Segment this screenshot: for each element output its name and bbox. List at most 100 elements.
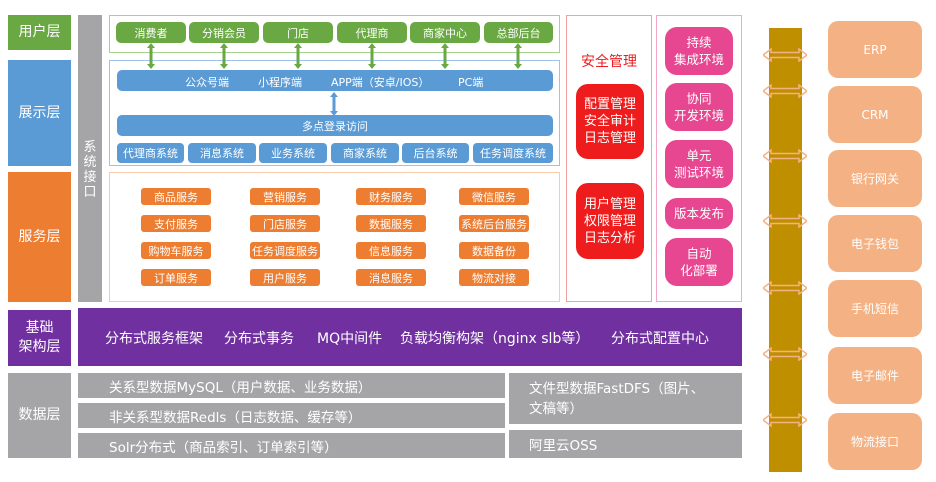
service-item: 商品服务 (141, 188, 211, 205)
service-item: 营销服务 (250, 188, 320, 205)
service-item: 购物车服务 (141, 242, 211, 259)
arrow-up-down-icon (441, 43, 449, 69)
external-sms: 手机短信 (828, 280, 922, 337)
devops-collab: 协同 开发环境 (665, 83, 733, 131)
system-task-scheduler: 任务调度系统 (473, 143, 553, 163)
layer-label-user: 用户层 (8, 15, 71, 50)
layer-label-display: 展示层 (8, 60, 71, 166)
system-business: 业务系统 (259, 143, 327, 163)
service-item: 财务服务 (356, 188, 426, 205)
service-item: 数据备份 (459, 242, 529, 259)
security-item: 用户管理 (583, 196, 636, 212)
service-item: 物流对接 (459, 269, 529, 286)
devops-text: 自动 (686, 246, 712, 261)
security-item: 安全审计 (583, 114, 636, 129)
double-arrow-icon (763, 48, 807, 62)
user-item-agent: 代理商 (337, 22, 407, 43)
external-crm: CRM (828, 86, 922, 143)
external-logistics: 物流接口 (828, 413, 922, 470)
devops-text: 持续 (686, 35, 712, 50)
devops-text: 版本发布 (673, 206, 724, 221)
double-arrow-icon (763, 281, 807, 295)
security-group-user: 用户管理 权限管理 日志分析 (576, 183, 644, 259)
external-e-wallet: 电子钱包 (828, 215, 922, 272)
fastdfs-line1: 文件型数据FastDFS（图片、 (529, 380, 705, 397)
service-item: 任务调度服务 (250, 242, 320, 259)
devops-release: 版本发布 (665, 198, 733, 229)
arrow-up-down-icon (220, 43, 228, 69)
devops-text: 单元 (686, 148, 712, 163)
infra-item: MQ中间件 (317, 331, 383, 347)
arrow-up-down-icon (147, 43, 155, 69)
service-item: 订单服务 (141, 269, 211, 286)
sysbar-char: 接 (83, 170, 97, 185)
terminal-wechat-mp: 公众号端 (185, 76, 229, 89)
double-arrow-icon (763, 347, 807, 361)
data-oss: 阿里云OSS (509, 430, 742, 458)
devops-text: 开发环境 (673, 108, 724, 123)
sysbar-char: 统 (83, 155, 97, 170)
security-group-config: 配置管理 安全审计 日志管理 (576, 84, 644, 159)
security-item: 权限管理 (583, 213, 636, 229)
devops-text: 测试环境 (673, 165, 724, 180)
arrow-up-down-icon (514, 43, 522, 69)
infra-item: 负载均衡构架（nginx slb等） (400, 331, 590, 347)
devops-text: 协同 (686, 91, 712, 106)
user-item-store: 门店 (263, 22, 333, 43)
security-title: 安全管理 (581, 54, 637, 70)
devops-text: 化部署 (680, 263, 718, 278)
user-item-hq-backend: 总部后台 (484, 22, 553, 43)
integration-bus (769, 28, 802, 472)
double-arrow-icon (763, 413, 807, 427)
devops-text: 集成环境 (673, 52, 724, 67)
security-item: 日志管理 (583, 131, 636, 146)
service-item: 系统后台服务 (459, 215, 529, 232)
infra-item: 分布式配置中心 (611, 331, 709, 347)
service-item: 消息服务 (356, 269, 426, 286)
arrow-up-down-icon (368, 43, 376, 69)
external-erp: ERP (828, 21, 922, 78)
devops-unit-test: 单元 测试环境 (665, 140, 733, 188)
layer-label-service: 服务层 (8, 172, 71, 302)
devops-ci: 持续 集成环境 (665, 27, 733, 75)
arrow-up-down-icon (330, 92, 338, 116)
security-item: 日志分析 (583, 230, 636, 246)
infra-item: 分布式事务 (224, 331, 294, 347)
double-arrow-icon (763, 149, 807, 163)
data-solr: Solr分布式（商品索引、订单索引等） (78, 433, 505, 458)
system-interface-bar: 系 统 接 口 (78, 15, 102, 302)
service-item: 信息服务 (356, 242, 426, 259)
external-email: 电子邮件 (828, 347, 922, 404)
devops-auto-deploy: 自动 化部署 (665, 238, 733, 286)
service-item: 数据服务 (356, 215, 426, 232)
terminals-bar: 公众号端 小程序端 APP端（安卓/IOS） PC端 (117, 70, 553, 91)
infra-item: 分布式服务框架 (105, 331, 203, 347)
system-backend: 后台系统 (402, 143, 469, 163)
service-item: 微信服务 (459, 188, 529, 205)
double-arrow-icon (763, 214, 807, 228)
sso-label: 多点登录访问 (302, 119, 368, 133)
external-bank-gateway: 银行网关 (828, 150, 922, 207)
user-item-distributor: 分销会员 (189, 22, 259, 43)
layer-label-data: 数据层 (8, 373, 71, 458)
terminal-pc: PC端 (458, 76, 484, 89)
sysbar-char: 口 (83, 185, 97, 200)
system-agent: 代理商系统 (117, 143, 184, 163)
data-fastdfs: 文件型数据FastDFS（图片、 文稿等） (509, 373, 742, 424)
data-redis: 非关系型数据Redls（日志数据、缓存等） (78, 403, 505, 428)
service-item: 用户服务 (250, 269, 320, 286)
infra-label-line2: 架构层 (18, 339, 61, 355)
security-item: 配置管理 (583, 97, 636, 112)
sso-bar: 多点登录访问 (117, 115, 553, 136)
system-merchant: 商家系统 (331, 143, 399, 163)
layer-label-infra: 基础 架构层 (8, 310, 71, 366)
user-item-consumer: 消费者 (116, 22, 186, 43)
double-arrow-icon (763, 84, 807, 98)
terminal-mini-program: 小程序端 (258, 76, 302, 89)
infra-label-line1: 基础 (25, 320, 54, 336)
service-item: 门店服务 (250, 215, 320, 232)
user-item-merchant-center: 商家中心 (410, 22, 480, 43)
fastdfs-line2: 文稿等） (529, 400, 583, 417)
sysbar-char: 系 (83, 140, 97, 155)
infra-bar: 分布式服务框架 分布式事务 MQ中间件 负载均衡构架（nginx slb等） 分… (78, 308, 742, 366)
